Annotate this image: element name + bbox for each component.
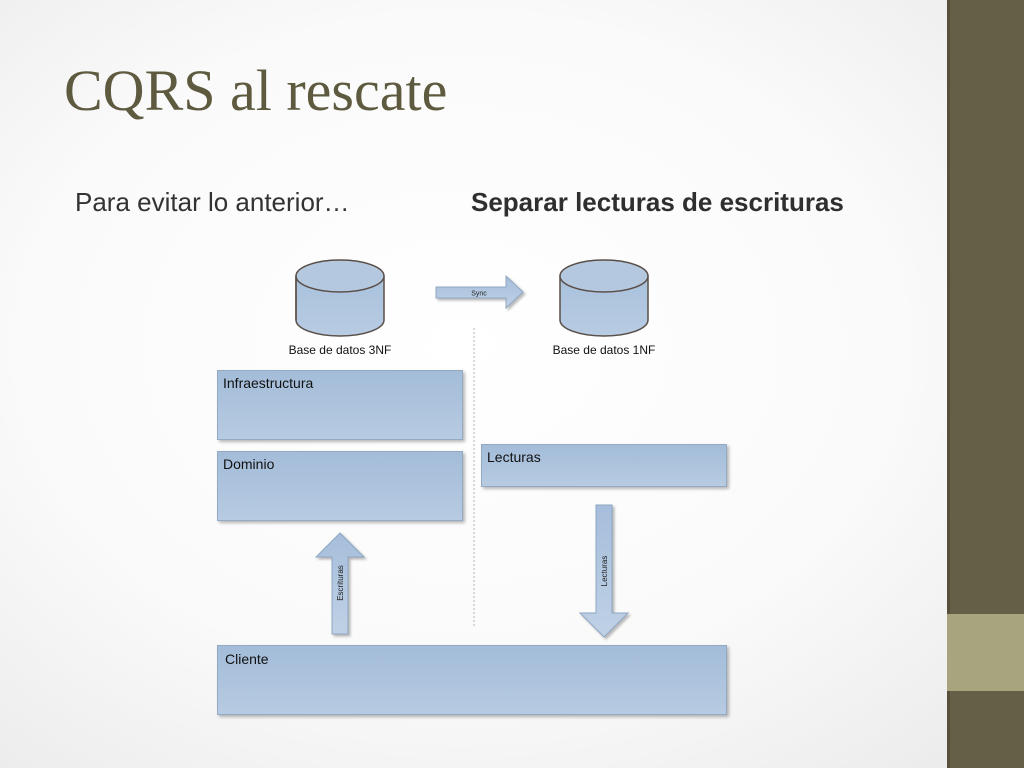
escrituras-arrow-label: Escrituras <box>336 565 345 601</box>
database-1nf-icon <box>559 259 649 337</box>
infraestructura-box: Infraestructura <box>217 370 463 440</box>
subtitle-left: Para evitar lo anterior… <box>75 187 350 217</box>
sidebar-accent-block <box>947 614 1024 691</box>
lecturas-label: Lecturas <box>487 449 541 465</box>
lecturas-arrow-label: Lecturas <box>600 556 609 587</box>
database-3nf-label: Base de datos 3NF <box>288 343 392 357</box>
database-1nf-label: Base de datos 1NF <box>552 343 656 357</box>
lecturas-box: Lecturas <box>481 444 727 487</box>
cliente-label: Cliente <box>225 651 269 667</box>
sidebar-edge <box>947 0 950 768</box>
dominio-label: Dominio <box>223 456 275 472</box>
database-3nf-icon <box>295 259 385 337</box>
escrituras-arrow-icon <box>314 532 366 635</box>
infraestructura-label: Infraestructura <box>223 375 314 391</box>
sync-arrow-label: Sync <box>471 291 487 298</box>
cqrs-diagram: Sync Escrituras Lecturas <box>295 259 649 638</box>
cliente-box: Cliente <box>217 645 727 715</box>
dominio-box: Dominio <box>217 451 463 521</box>
lecturas-arrow-icon <box>578 504 630 638</box>
subtitle-right: Separar lecturas de escrituras <box>471 187 844 217</box>
sync-arrow-icon <box>435 274 524 310</box>
slide-title: CQRS al rescate <box>64 58 448 123</box>
